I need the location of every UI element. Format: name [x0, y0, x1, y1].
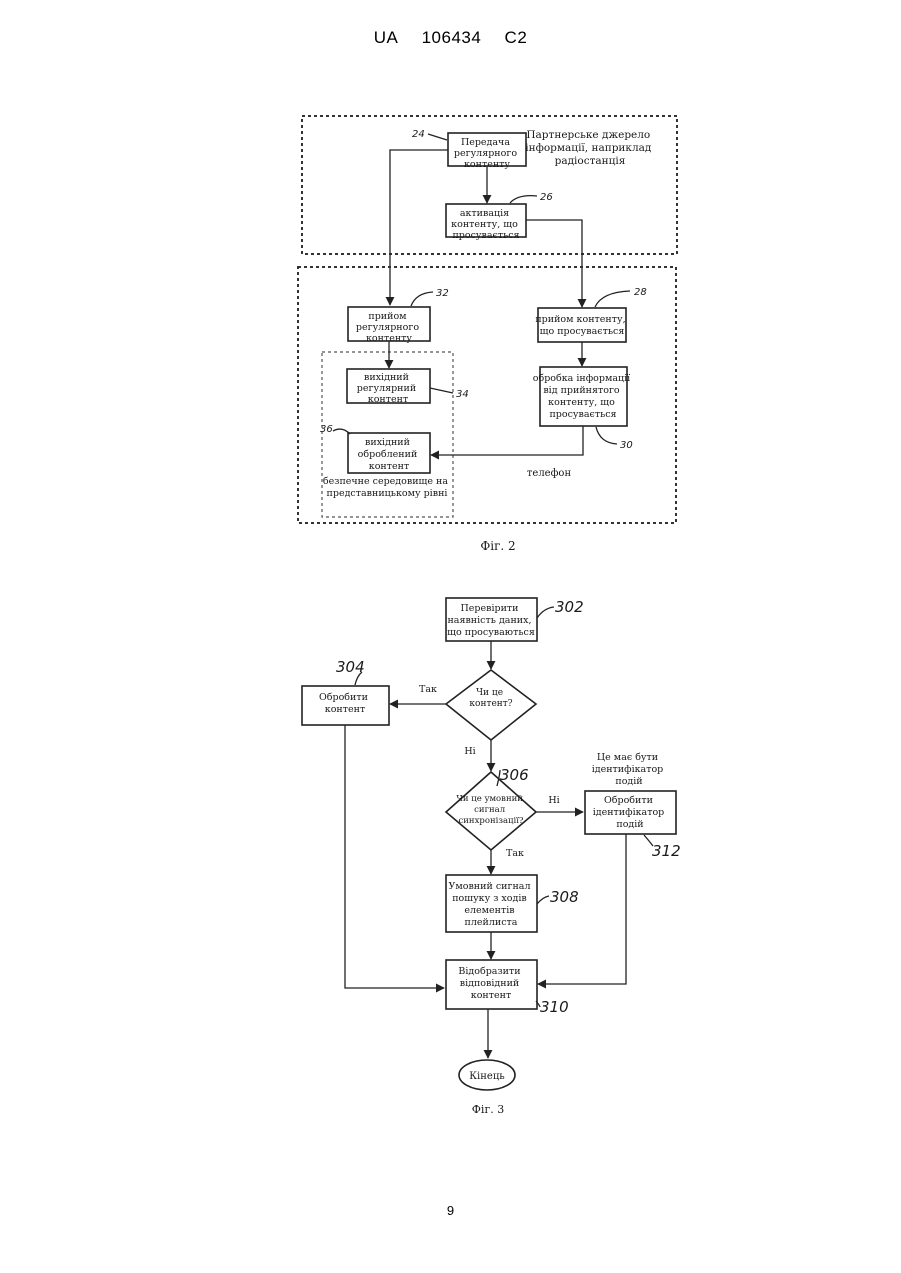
label-yes-1: Так — [419, 684, 437, 695]
partner-label: Партнерське джерело інформації, наприкла… — [525, 129, 654, 167]
fig3-caption: Фіг. 3 — [472, 1103, 504, 1116]
svg-text:активація контенту, що: активація контенту, що просувається — [451, 208, 521, 241]
ref-308: 308 — [550, 888, 579, 906]
figure-2: Партнерське джерело інформації, наприкла… — [298, 116, 677, 553]
ref-306: 306 — [500, 766, 529, 784]
ref-36: 36 — [320, 424, 333, 435]
event-id-note: Це має бути ідентифікатор подій — [592, 752, 667, 787]
ref-28: 28 — [634, 287, 647, 298]
ref-32: 32 — [436, 288, 449, 299]
ref-312: 312 — [652, 842, 681, 860]
figure-3: Перевірити наявність даних, що просувают… — [302, 598, 681, 1116]
label-no-2: Ні — [548, 795, 559, 806]
fig2-caption: Фіг. 2 — [480, 539, 515, 553]
svg-text:Обробити контент: Обробити контент — [319, 692, 371, 715]
page-number: 9 — [0, 1203, 901, 1218]
ref-310: 310 — [540, 998, 569, 1016]
secure-environment-label: безпечне середовище на представницькому … — [323, 476, 451, 499]
label-no-1: Ні — [464, 746, 475, 757]
ref-30: 30 — [620, 440, 633, 451]
ref-34: 34 — [456, 389, 469, 400]
ref-302: 302 — [555, 598, 584, 616]
ref-24: 24 — [412, 129, 425, 140]
label-yes-2: Так — [506, 848, 524, 859]
end-label: Кінець — [469, 1071, 505, 1082]
phone-label: телефон — [527, 468, 572, 479]
svg-text:прийом контенту, що прос: прийом контенту, що просувається — [535, 314, 628, 337]
ref-26: 26 — [540, 192, 553, 203]
